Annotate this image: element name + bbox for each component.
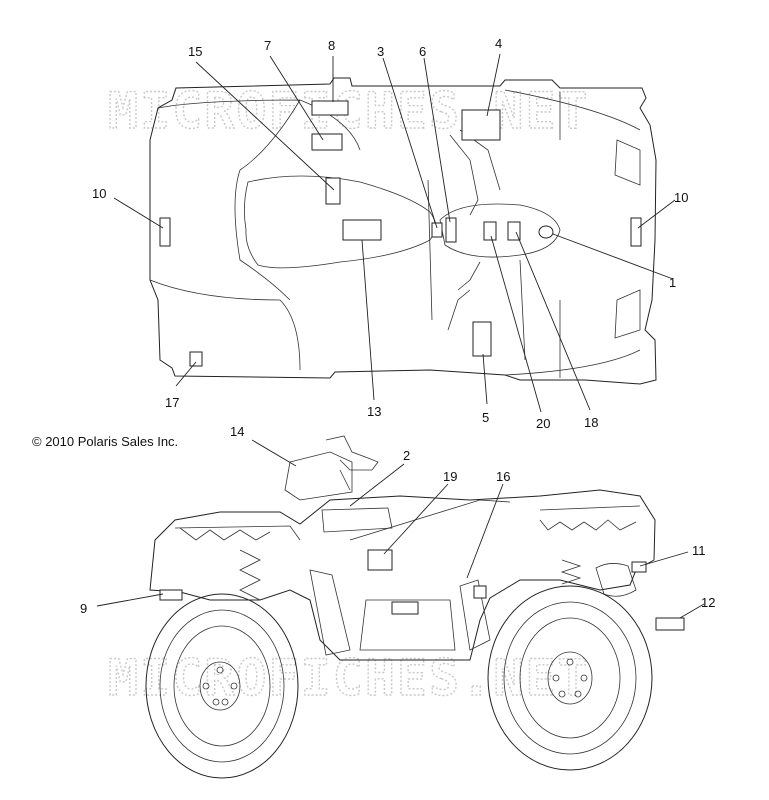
callout-8: 8 [328, 38, 335, 53]
top-view-leaders [113, 53, 676, 413]
callout-15: 15 [188, 44, 202, 59]
callout-4: 4 [495, 36, 502, 51]
callout-10-right: 10 [674, 190, 688, 205]
callout-19: 19 [443, 469, 457, 484]
callout-20: 20 [536, 416, 550, 431]
callout-3: 3 [377, 44, 384, 59]
callout-14: 14 [230, 424, 244, 439]
callout-17: 17 [165, 395, 179, 410]
top-view-atv [149, 77, 657, 385]
callout-11: 11 [692, 543, 706, 558]
callout-12: 12 [701, 595, 715, 610]
callout-5: 5 [482, 410, 489, 425]
copyright-text: © 2010 Polaris Sales Inc. [32, 434, 178, 449]
side-view-atv [145, 435, 685, 779]
callout-6: 6 [419, 44, 426, 59]
watermark-bottom: MICROFICHES.NET [108, 649, 590, 707]
callout-9: 9 [80, 601, 87, 616]
callout-2: 2 [403, 448, 410, 463]
callout-16: 16 [496, 469, 510, 484]
callout-13: 13 [367, 404, 381, 419]
side-view-leaders [96, 439, 705, 619]
callout-18: 18 [584, 415, 598, 430]
callout-10-left: 10 [92, 186, 106, 201]
callout-1: 1 [669, 275, 676, 290]
callout-7: 7 [264, 38, 271, 53]
front-wheel [487, 585, 653, 771]
rear-wheel [145, 593, 299, 779]
